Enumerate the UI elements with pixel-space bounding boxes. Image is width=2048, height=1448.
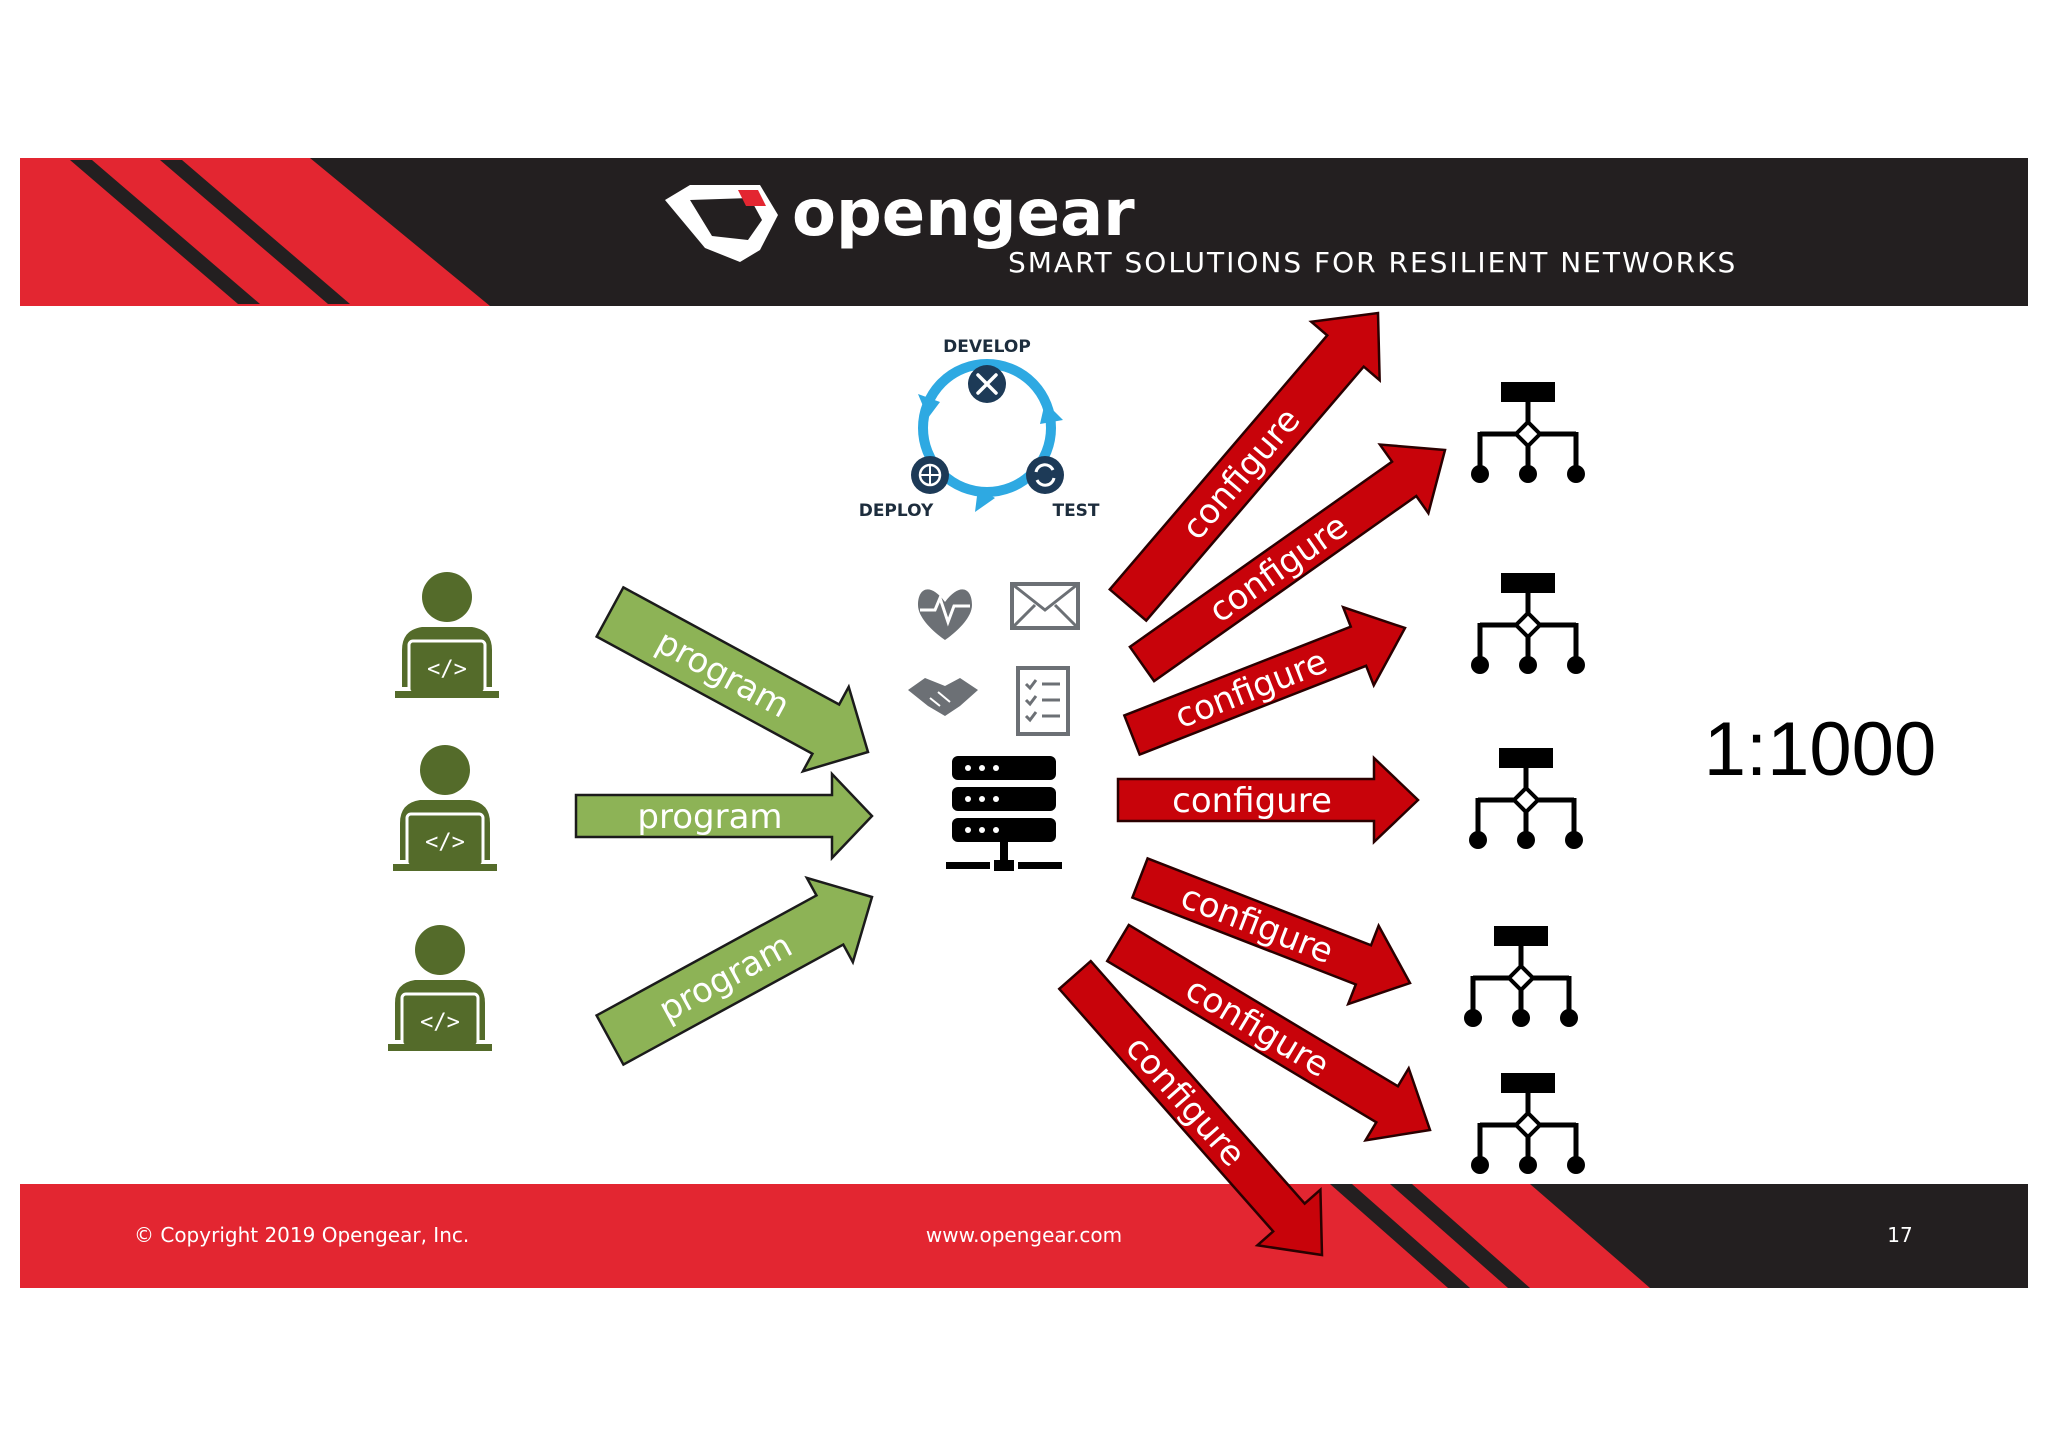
configure-arrow-shape [1108, 311, 1381, 623]
mail-icon [1010, 582, 1080, 630]
code-glyph: </> [420, 1010, 460, 1035]
cycle-arrowhead-right [1040, 402, 1063, 424]
footer-banner: © Copyright 2019 Opengear, Inc. www.open… [20, 1184, 2028, 1288]
cycle-arrowhead-bottom [975, 488, 995, 512]
network-topology-icon [1464, 926, 1578, 1027]
configure-arrow-shape [1105, 923, 1432, 1142]
program-arrow: program [594, 875, 874, 1067]
network-topology-icon [1471, 1073, 1585, 1174]
heart-monitor-icon [918, 589, 972, 640]
deploy-globe-icon [911, 456, 949, 494]
user-head [415, 925, 465, 975]
tools-icon [968, 365, 1006, 403]
configure-arrow-shape [1122, 605, 1407, 757]
configure-arrow-shape [1130, 856, 1412, 1007]
cycle-ring [918, 359, 1056, 497]
configure-arrow: configure [1122, 605, 1407, 757]
user-head [420, 745, 470, 795]
footer-copyright: © Copyright 2019 Opengear, Inc. [134, 1223, 469, 1247]
program-arrows: program program program [574, 585, 874, 1067]
brand-name: opengear [792, 177, 1135, 251]
header-banner: opengear SMART SOLUTIONS FOR RESILIENT N… [20, 158, 2028, 306]
program-arrow-shape [594, 875, 874, 1067]
network-topology-group [1464, 382, 1585, 1174]
developer-user: </> [393, 745, 497, 871]
cycle-label-deploy: DEPLOY [859, 501, 934, 521]
configure-arrow-label: configure [1174, 400, 1308, 547]
network-topology-icon [1471, 573, 1585, 674]
configure-arrows: configureconfigureconfigureconfigureconf… [1057, 311, 1447, 1257]
program-arrow: program [594, 585, 870, 774]
footer-url[interactable]: www.opengear.com [926, 1223, 1122, 1247]
cycle-label-develop: DEVELOP [943, 337, 1031, 357]
handshake-icon [908, 678, 978, 716]
devops-cycle: DEVELOP TEST DEPLOY [859, 337, 1100, 521]
ratio-label: 1:1000 [1704, 707, 1936, 792]
server-icon [946, 756, 1062, 871]
configure-arrow-shape [1128, 443, 1447, 683]
configure-arrow-label: configure [1117, 1028, 1253, 1174]
network-topology-icon [1471, 382, 1585, 483]
opengear-logo-icon [665, 185, 778, 262]
program-arrow: program [574, 770, 874, 862]
checklist-icon [1016, 666, 1070, 736]
developer-user: </> [388, 925, 492, 1051]
program-arrow-shape [594, 585, 870, 774]
configure-arrow: configure [1116, 755, 1420, 845]
code-glyph: </> [425, 830, 465, 855]
user-head [422, 572, 472, 622]
page-number: 17 [1887, 1223, 1912, 1247]
cycle-arrowhead-left [918, 394, 940, 418]
program-arrow-shape [574, 770, 874, 862]
cycle-label-test: TEST [1052, 501, 1099, 521]
network-topology-icon [1469, 748, 1583, 849]
developer-user: </> [395, 572, 499, 698]
program-arrow-label: program [637, 797, 782, 837]
configure-arrow-shape [1057, 959, 1324, 1257]
brand-tagline: SMART SOLUTIONS FOR RESILIENT NETWORKS [1008, 246, 1737, 279]
configure-arrow-label: configure [1178, 969, 1336, 1085]
configure-arrow-label: configure [1172, 781, 1332, 821]
code-glyph: </> [427, 657, 467, 682]
refresh-icon [1026, 456, 1064, 494]
configure-arrow-shape [1116, 755, 1420, 845]
